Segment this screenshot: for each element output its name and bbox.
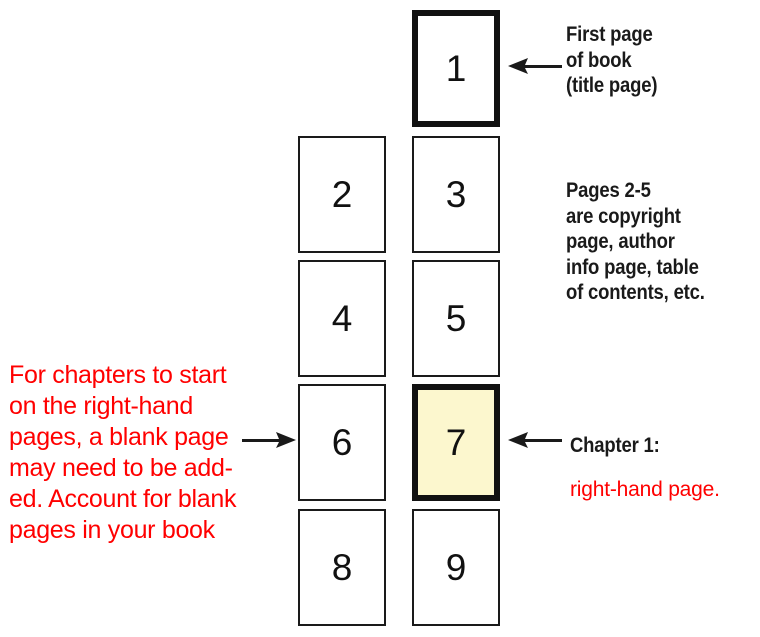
- page-box-4: 4: [298, 260, 386, 377]
- page-box-2: 2: [298, 136, 386, 253]
- page-number-label: 5: [445, 298, 467, 339]
- annotation-chapter-1-label: Chapter 1:: [570, 434, 660, 457]
- page-number-label: 3: [445, 174, 467, 215]
- annotation-chapter-1: Chapter 1: right-hand page.: [570, 415, 720, 521]
- page-number-label: 1: [445, 48, 467, 89]
- arrow-to-page-7-icon: [508, 432, 562, 448]
- annotation-pages-2-5: Pages 2-5 are copyright page, author inf…: [566, 179, 705, 304]
- arrow-to-page-6-icon: [242, 432, 296, 448]
- page-number-label: 4: [331, 298, 353, 339]
- page-number-label: 8: [331, 547, 353, 588]
- annotation-chapter-1-detail: right-hand page.: [570, 477, 720, 501]
- page-box-8: 8: [298, 509, 386, 626]
- page-number-label: 9: [445, 547, 467, 588]
- annotation-blank-pages: For chapters to start on the right-hand …: [9, 361, 237, 544]
- page-number-label: 6: [331, 422, 353, 463]
- page-box-9: 9: [412, 509, 500, 626]
- arrow-to-page-1-icon: [508, 58, 562, 74]
- page-box-3: 3: [412, 136, 500, 253]
- page-number-label: 2: [331, 174, 353, 215]
- page-box-7: 7: [412, 384, 500, 501]
- page-box-5: 5: [412, 260, 500, 377]
- page-box-6: 6: [298, 384, 386, 501]
- annotation-first-page: First page of book (title page): [566, 23, 658, 97]
- page-number-label: 7: [445, 422, 467, 463]
- page-box-1: 1: [412, 10, 500, 127]
